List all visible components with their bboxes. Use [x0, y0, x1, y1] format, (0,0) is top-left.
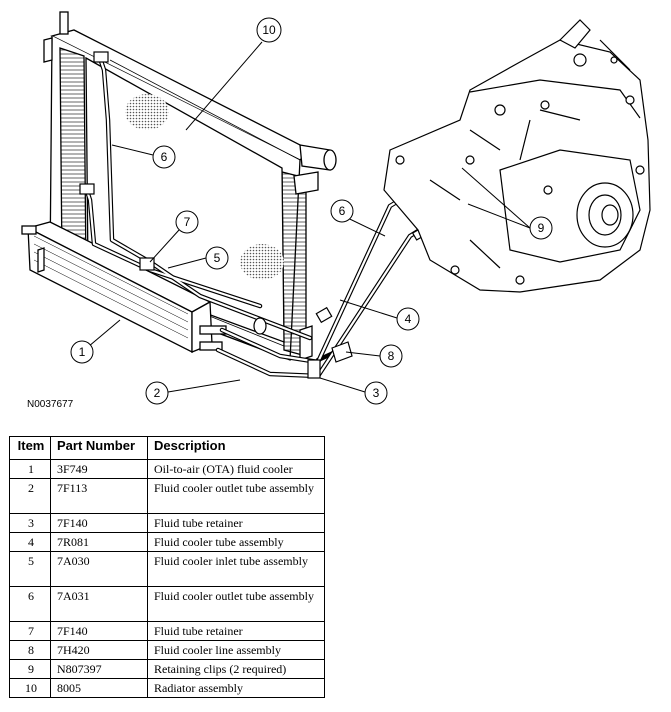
cell-description: Fluid cooler inlet tube assembly [147, 551, 325, 587]
cell-part-number: 7R081 [50, 532, 148, 552]
exploded-parts-figure: 1 2 3 4 5 6 6 7 8 9 10 [21, 11, 651, 405]
svg-text:7: 7 [184, 215, 191, 229]
callout-3: 3 [364, 381, 388, 405]
cell-part-number: 8005 [50, 678, 148, 698]
cell-part-number: N807397 [50, 659, 148, 679]
cell-item: 7 [9, 621, 51, 641]
svg-text:6: 6 [339, 204, 346, 218]
cell-part-number: 7A031 [50, 586, 148, 622]
callout-5: 5 [205, 246, 229, 270]
table-row: 9 N807397 Retaining clips (2 required) [9, 659, 325, 679]
cell-item: 1 [9, 459, 51, 479]
cell-part-number: 3F749 [50, 459, 148, 479]
callout-8: 8 [379, 344, 403, 368]
svg-text:8: 8 [388, 349, 395, 363]
cell-item: 4 [9, 532, 51, 552]
cell-description: Fluid cooler outlet tube assembly [147, 586, 325, 622]
cell-item: 5 [9, 551, 51, 587]
callout-6-right: 6 [330, 199, 354, 223]
cell-description: Fluid cooler outlet tube assembly [147, 478, 325, 514]
table-row: 6 7A031 Fluid cooler outlet tube assembl… [9, 586, 325, 622]
cell-description: Fluid tube retainer [147, 621, 325, 641]
cell-description: Oil-to-air (OTA) fluid cooler [147, 459, 325, 479]
cell-item: 10 [9, 678, 51, 698]
cell-description: Fluid cooler line assembly [147, 640, 325, 660]
cell-item: 3 [9, 513, 51, 533]
callout-6-left: 6 [152, 145, 176, 169]
figure-id-label: N0037677 [27, 399, 74, 410]
table-row: 8 7H420 Fluid cooler line assembly [9, 640, 325, 660]
cell-item: 9 [9, 659, 51, 679]
table-row: 5 7A030 Fluid cooler inlet tube assembly [9, 551, 325, 587]
callout-4: 4 [396, 307, 420, 331]
table-row: 7 7F140 Fluid tube retainer [9, 621, 325, 641]
parts-table: Item Part Number Description 1 3F749 Oil… [9, 436, 325, 698]
cell-part-number: 7F113 [50, 478, 148, 514]
cell-part-number: 7F140 [50, 513, 148, 533]
cell-part-number: 7F140 [50, 621, 148, 641]
cell-description: Fluid cooler tube assembly [147, 532, 325, 552]
callout-1: 1 [70, 340, 94, 364]
table-header-row: Item Part Number Description [9, 436, 325, 460]
cell-part-number: 7H420 [50, 640, 148, 660]
callout-leaders [81, 41, 531, 393]
svg-text:2: 2 [154, 386, 161, 400]
table-row: 4 7R081 Fluid cooler tube assembly [9, 532, 325, 552]
cell-item: 8 [9, 640, 51, 660]
svg-text:3: 3 [373, 386, 380, 400]
header-part-number: Part Number [50, 436, 148, 460]
table-row: 2 7F113 Fluid cooler outlet tube assembl… [9, 478, 325, 514]
svg-text:5: 5 [214, 251, 221, 265]
callout-9: 9 [529, 216, 553, 240]
svg-text:10: 10 [262, 23, 276, 37]
transaxle-housing [383, 19, 651, 293]
callout-2: 2 [145, 381, 169, 405]
table-row: 10 8005 Radiator assembly [9, 678, 325, 698]
cell-item: 6 [9, 586, 51, 622]
header-item: Item [9, 436, 51, 460]
cell-description: Radiator assembly [147, 678, 325, 698]
oil-to-air-cooler [21, 221, 227, 354]
radiator-assembly [43, 11, 337, 361]
callout-10: 10 [256, 17, 282, 43]
callout-7: 7 [175, 210, 199, 234]
figure-drawing: 1 2 3 4 5 6 6 7 8 9 10 [21, 11, 651, 405]
table-row: 3 7F140 Fluid tube retainer [9, 513, 325, 533]
table-row: 1 3F749 Oil-to-air (OTA) fluid cooler [9, 459, 325, 479]
cell-description: Retaining clips (2 required) [147, 659, 325, 679]
cell-item: 2 [9, 478, 51, 514]
svg-text:9: 9 [538, 221, 545, 235]
cell-part-number: 7A030 [50, 551, 148, 587]
cell-description: Fluid tube retainer [147, 513, 325, 533]
header-description: Description [147, 436, 325, 460]
svg-text:6: 6 [161, 150, 168, 164]
svg-text:1: 1 [79, 345, 86, 359]
svg-text:4: 4 [405, 312, 412, 326]
